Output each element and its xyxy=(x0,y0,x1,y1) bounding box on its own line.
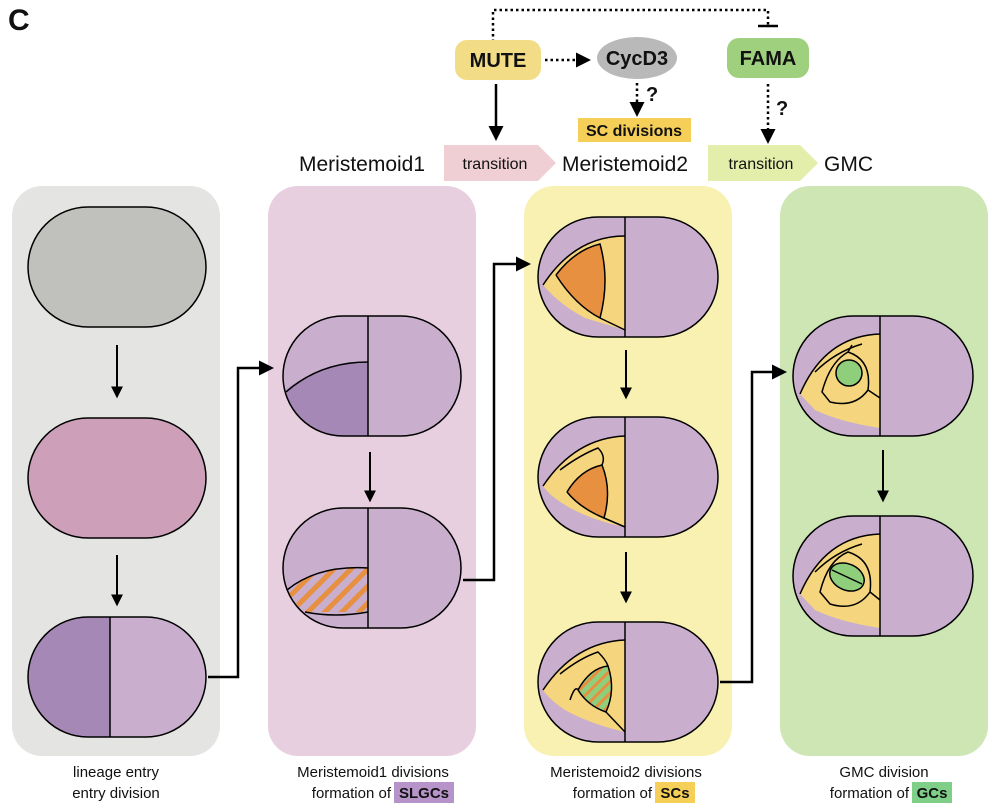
panel-meristemoid1 xyxy=(268,186,476,756)
caption-panel1-line1: lineage entry xyxy=(73,764,159,781)
cycd3-label: CycD3 xyxy=(606,48,668,70)
fama-label: FAMA xyxy=(740,48,797,70)
transition-2-arrow xyxy=(708,145,818,181)
inhibition-dotted-line xyxy=(491,8,770,42)
cell-gmc-b xyxy=(792,515,974,637)
cell-meristemoid2-c xyxy=(537,621,719,743)
slgcs-highlight-box xyxy=(394,782,454,803)
caption-panel4-line1: GMC division xyxy=(839,764,928,781)
fama-box xyxy=(727,38,809,78)
caption-panel3-line1: Meristemoid2 divisions xyxy=(550,764,702,781)
cell-meristemoid2-b xyxy=(537,416,719,538)
panel-letter: C xyxy=(8,4,30,37)
caption-panel1-line2: entry division xyxy=(72,785,160,802)
cell-entry-division xyxy=(27,616,207,738)
sc-divisions-box xyxy=(578,118,691,142)
caption-panel2-highlight: SLGCs xyxy=(399,785,449,802)
caption-panel3-highlight: SCs xyxy=(660,785,689,802)
caption-panel4-highlight: GCs xyxy=(917,785,948,802)
transition-2-label: transition xyxy=(729,156,794,173)
meristemoid2-label: Meristemoid2 xyxy=(562,153,688,176)
cell-meristemoid1-b xyxy=(282,507,462,629)
cell-meristemoid2-a xyxy=(537,216,719,338)
connector-3-arrow xyxy=(720,364,787,684)
cell-mmc xyxy=(27,417,207,539)
connector-2-arrow xyxy=(463,256,531,582)
sc-divisions-label: SC divisions xyxy=(586,123,682,140)
mute-label: MUTE xyxy=(470,50,527,72)
transition-1-label: transition xyxy=(463,156,528,173)
cell-undifferentiated xyxy=(27,206,207,328)
connector-1-arrow xyxy=(208,360,274,679)
caption-panel2-line2-prefix: formation of xyxy=(312,785,392,802)
gcs-highlight-box xyxy=(912,782,952,803)
mute-box xyxy=(455,40,541,80)
transition-1-arrow xyxy=(444,145,556,181)
cell-gmc-a xyxy=(792,315,974,437)
scs-highlight-box xyxy=(655,782,695,803)
cell-meristemoid1-a xyxy=(282,315,462,437)
caption-panel2-line1: Meristemoid1 divisions xyxy=(297,764,449,781)
cycd3-oval xyxy=(597,37,677,79)
meristemoid1-label: Meristemoid1 xyxy=(299,153,425,176)
question-mark-2: ? xyxy=(776,98,788,120)
question-mark-1: ? xyxy=(646,84,658,106)
caption-panel4-line2-prefix: formation of xyxy=(830,785,910,802)
caption-panel3-line2-prefix: formation of xyxy=(573,785,653,802)
gmc-label: GMC xyxy=(824,153,873,176)
